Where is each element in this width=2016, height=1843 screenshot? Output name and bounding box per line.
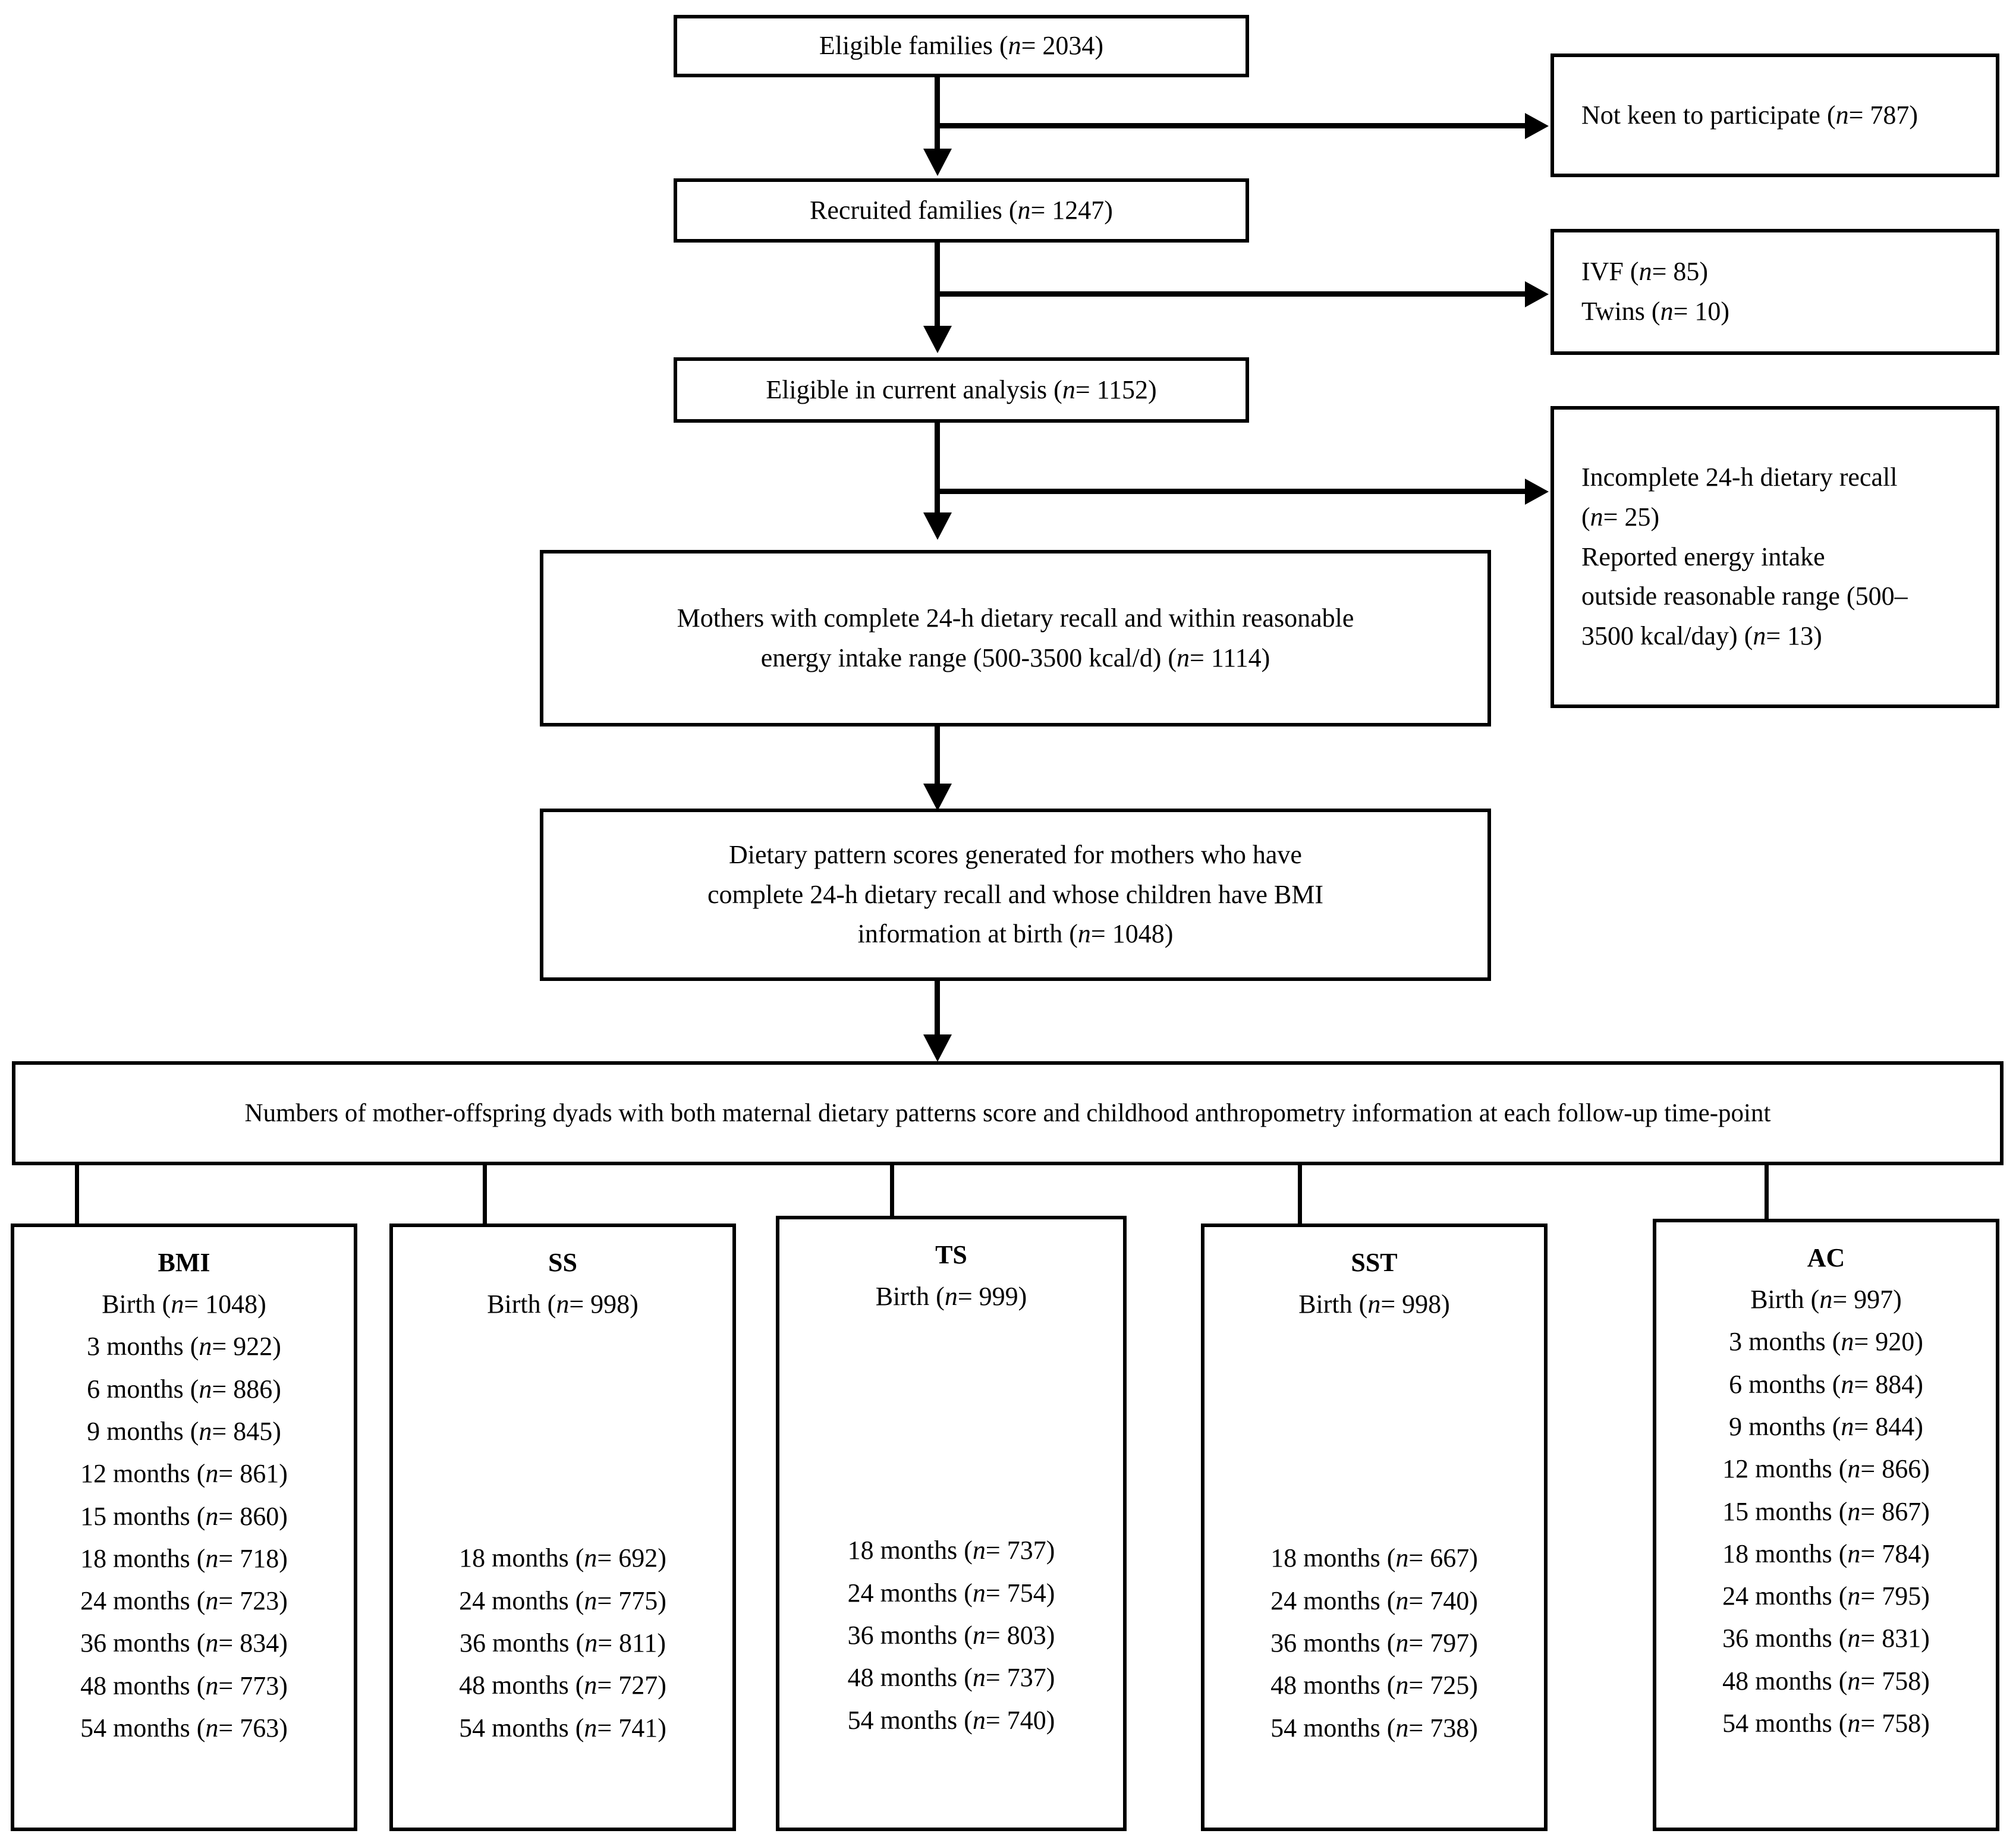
- outcome-bmi-row-4: 12 months (n= 861): [80, 1459, 288, 1489]
- node-mothers-complete-recall-line-1: Mothers with complete 24-h dietary recal…: [677, 603, 1354, 633]
- connector-recruited-to-eligible-current: [935, 243, 940, 338]
- exclusion-incomplete-line-5: 3500 kcal/day) (n= 13): [1581, 621, 1822, 651]
- outcome-bmi-row-2: 6 months (n= 886): [87, 1374, 281, 1404]
- outcome-column-sst: SST Birth (n= 998) 18 months (n= 667) 24…: [1201, 1224, 1548, 1831]
- arrow-eligible-current-to-mothers: [923, 512, 952, 540]
- outcome-ac-row-8: 36 months (n= 831): [1722, 1624, 1930, 1653]
- outcome-sst-row-3: 36 months (n= 797): [1270, 1628, 1478, 1658]
- arrow-eligible-to-recruited: [923, 149, 952, 176]
- outcome-sst-row-1: 18 months (n= 667): [1270, 1543, 1478, 1573]
- node-exclusion-incomplete-recall: Incomplete 24-h dietary recall (n= 25) R…: [1550, 406, 1999, 708]
- exclusion-twins-line-2: Twins (n= 10): [1581, 297, 1730, 326]
- node-dietary-pattern-scores-line-3: information at birth (n= 1048): [857, 919, 1174, 949]
- node-mothers-complete-recall: Mothers with complete 24-h dietary recal…: [540, 550, 1491, 726]
- arrow-exclusion1: [1525, 113, 1549, 139]
- arrow-exclusion3: [1525, 479, 1549, 505]
- outcome-bmi-row-5: 15 months (n= 860): [80, 1501, 288, 1531]
- outcome-bmi-row-6: 18 months (n= 718): [80, 1543, 288, 1573]
- arrow-exclusion2: [1525, 281, 1549, 307]
- arrow-mothers-to-dietary-scores: [923, 784, 952, 811]
- outcome-column-ac: AC Birth (n= 997) 3 months (n= 920) 6 mo…: [1653, 1219, 1999, 1831]
- outcome-column-ss: SS Birth (n= 998) 18 months (n= 692) 24 …: [389, 1224, 736, 1831]
- arrow-dietary-scores-to-banner: [923, 1034, 952, 1062]
- connector-eligible-current-to-exclusion3: [935, 489, 1528, 494]
- outcome-ac-row-3: 9 months (n= 844): [1729, 1411, 1923, 1441]
- connector-eligible-to-recruited: [935, 77, 940, 161]
- outcome-bmi-row-3: 9 months (n= 845): [87, 1416, 281, 1446]
- node-mothers-complete-recall-line-2: energy intake range (500-3500 kcal/d) (n…: [760, 643, 1270, 672]
- connector-eligible-current-to-mothers: [935, 423, 940, 524]
- outcome-ss-row-1: 18 months (n= 692): [459, 1543, 666, 1573]
- outcome-bmi-row-8: 36 months (n= 834): [80, 1628, 288, 1658]
- outcome-ac-row-6: 18 months (n= 784): [1722, 1539, 1930, 1568]
- outcome-sst-gap: [1204, 1325, 1544, 1537]
- outcome-ss-row-5: 54 months (n= 741): [459, 1713, 666, 1743]
- node-eligible-current-analysis: Eligible in current analysis (n= 1152): [674, 357, 1249, 423]
- outcome-sst-title: SST: [1351, 1248, 1398, 1277]
- outcome-column-ts: TS Birth (n= 999) 18 months (n= 737) 24 …: [776, 1216, 1127, 1831]
- outcome-sst-row-0: Birth (n= 998): [1298, 1290, 1450, 1319]
- node-recruited-families: Recruited families (n= 1247): [674, 178, 1249, 243]
- outcome-ss-gap: [393, 1325, 732, 1537]
- outcome-ac-row-10: 54 months (n= 758): [1722, 1708, 1930, 1738]
- outcome-bmi-row-9: 48 months (n= 773): [80, 1671, 288, 1700]
- outcome-ts-row-3: 36 months (n= 803): [847, 1620, 1055, 1650]
- exclusion-incomplete-line-3: Reported energy intake: [1581, 542, 1825, 571]
- connector-dietary-scores-to-banner: [935, 981, 940, 1049]
- arrow-recruited-to-eligible-current: [923, 326, 952, 353]
- exclusion-ivf-line-1: IVF (n= 85): [1581, 257, 1709, 287]
- outcome-column-bmi: BMI Birth (n= 1048) 3 months (n= 922) 6 …: [11, 1224, 357, 1831]
- outcome-sst-row-5: 54 months (n= 738): [1270, 1713, 1478, 1743]
- node-dietary-pattern-scores-line-2: complete 24-h dietary recall and whose c…: [707, 879, 1324, 909]
- outcome-ss-title: SS: [548, 1248, 577, 1277]
- outcome-ac-row-9: 48 months (n= 758): [1722, 1666, 1930, 1696]
- node-eligible-current-analysis-label: Eligible in current analysis (n= 1152): [766, 375, 1157, 404]
- outcome-bmi-row-1: 3 months (n= 922): [87, 1332, 281, 1361]
- outcome-sst-row-2: 24 months (n= 740): [1270, 1586, 1478, 1615]
- outcome-ts-title: TS: [935, 1240, 967, 1269]
- node-dietary-pattern-scores: Dietary pattern scores generated for mot…: [540, 809, 1491, 981]
- outcome-ac-row-4: 12 months (n= 866): [1722, 1454, 1930, 1484]
- outcome-ss-row-2: 24 months (n= 775): [459, 1586, 666, 1615]
- outcome-ss-row-3: 36 months (n= 811): [459, 1628, 666, 1658]
- exclusion-incomplete-line-2: (n= 25): [1581, 502, 1660, 531]
- exclusion-incomplete-line-1: Incomplete 24-h dietary recall: [1581, 462, 1898, 492]
- outcome-ts-row-2: 24 months (n= 754): [847, 1578, 1055, 1608]
- outcome-ts-row-5: 54 months (n= 740): [847, 1705, 1055, 1735]
- exclusion-not-keen-line-1: Not keen to participate (n= 787): [1581, 100, 1918, 130]
- connector-mothers-to-dietary-scores: [935, 726, 940, 795]
- outcome-bmi-title: BMI: [158, 1248, 210, 1277]
- outcome-ac-row-1: 3 months (n= 920): [1729, 1327, 1923, 1357]
- connector-recruited-to-exclusion2: [935, 291, 1528, 297]
- outcome-sst-row-4: 48 months (n= 725): [1270, 1671, 1478, 1700]
- outcome-ac-row-0: Birth (n= 997): [1750, 1285, 1902, 1314]
- node-followup-banner: Numbers of mother-offspring dyads with b…: [12, 1061, 2004, 1165]
- node-followup-banner-label: Numbers of mother-offspring dyads with b…: [244, 1099, 1771, 1127]
- exclusion-incomplete-line-4: outside reasonable range (500–: [1581, 581, 1908, 611]
- node-eligible-families-label: Eligible families (n= 2034): [819, 31, 1104, 61]
- outcome-ts-row-0: Birth (n= 999): [875, 1282, 1027, 1312]
- outcome-ts-row-1: 18 months (n= 737): [847, 1536, 1055, 1565]
- outcome-ts-row-4: 48 months (n= 737): [847, 1663, 1055, 1693]
- outcome-ac-row-5: 15 months (n= 867): [1722, 1496, 1930, 1526]
- outcome-bmi-row-0: Birth (n= 1048): [102, 1290, 266, 1319]
- outcome-ac-row-7: 24 months (n= 795): [1722, 1581, 1930, 1611]
- outcome-ss-row-0: Birth (n= 998): [487, 1290, 639, 1319]
- connector-eligible-to-exclusion1: [935, 123, 1528, 128]
- outcome-bmi-row-10: 54 months (n= 763): [80, 1713, 288, 1743]
- outcome-bmi-row-7: 24 months (n= 723): [80, 1586, 288, 1616]
- outcome-ac-title: AC: [1807, 1243, 1845, 1272]
- outcome-ac-row-2: 6 months (n= 884): [1729, 1369, 1923, 1399]
- outcome-ss-row-4: 48 months (n= 727): [459, 1671, 666, 1700]
- node-exclusion-ivf-twins: IVF (n= 85) Twins (n= 10): [1550, 229, 1999, 355]
- outcome-ts-gap: [779, 1317, 1123, 1529]
- node-exclusion-not-keen: Not keen to participate (n= 787): [1550, 54, 1999, 177]
- node-eligible-families: Eligible families (n= 2034): [674, 15, 1249, 77]
- node-dietary-pattern-scores-line-1: Dietary pattern scores generated for mot…: [729, 839, 1302, 869]
- node-recruited-families-label: Recruited families (n= 1247): [810, 195, 1113, 225]
